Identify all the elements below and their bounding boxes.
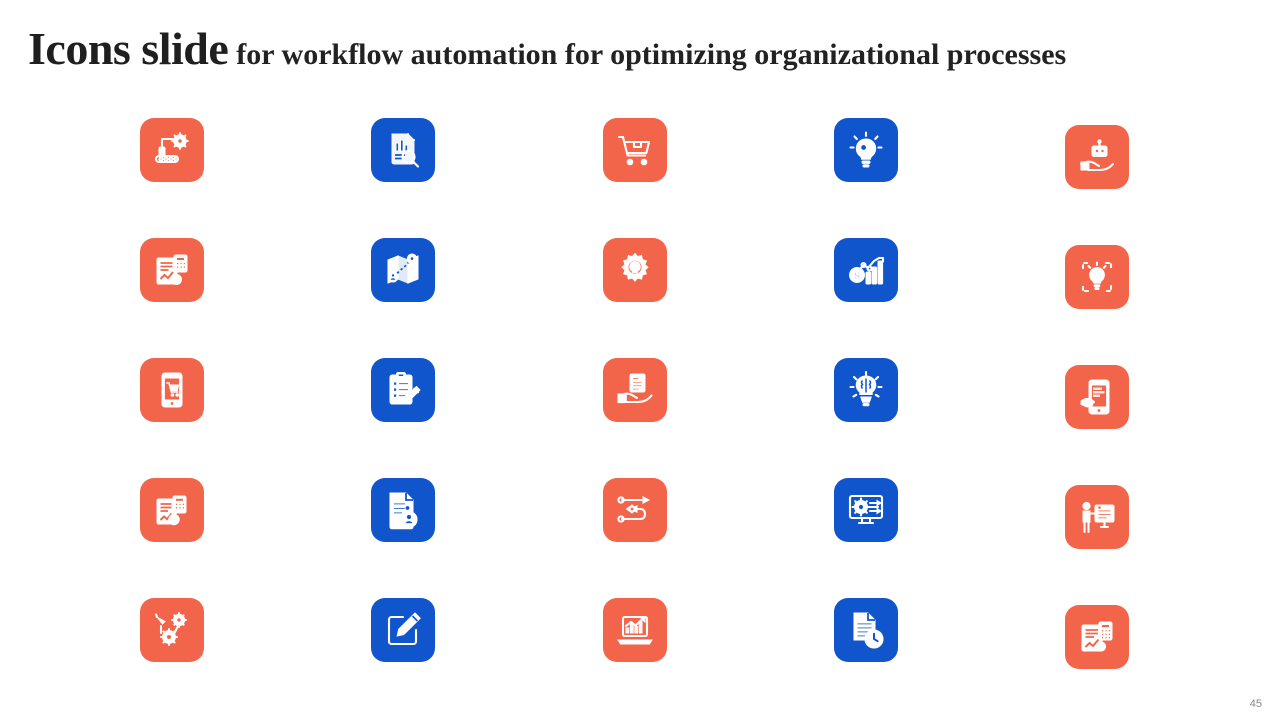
icon-tile-blue[interactable]: [371, 598, 435, 662]
svg-text:$: $: [854, 271, 860, 282]
icon-cell-lightbulb-gear-idea-icon[interactable]: [834, 118, 914, 198]
icon-tile-orange[interactable]: [603, 238, 667, 302]
mobile-touch-icon: [1080, 379, 1110, 415]
icon-tile-blue[interactable]: [834, 118, 898, 182]
money-growth-chart-icon: $: [849, 256, 885, 285]
report-calculator-icon: $: [1081, 621, 1113, 652]
icon-tile-orange[interactable]: [603, 358, 667, 422]
icon-cell-hand-holding-robot-icon[interactable]: [1065, 125, 1145, 205]
map-location-person-icon: [387, 253, 419, 284]
document-analysis-icon: [391, 132, 420, 168]
svg-text:$: $: [1099, 643, 1104, 652]
icon-cell-clipboard-checklist-icon[interactable]: [371, 358, 451, 438]
icon-cell-edit-pencil-square-icon[interactable]: [371, 598, 451, 678]
icon-grid: $ $: [140, 105, 1180, 685]
icon-tile-blue[interactable]: [371, 238, 435, 302]
financial-report-icon: $: [156, 254, 188, 286]
lightbulb-gear-idea-icon: [849, 131, 883, 168]
svg-text:$: $: [174, 276, 179, 285]
icon-cell-monitor-gear-settings-icon[interactable]: [834, 478, 914, 558]
icon-tile-blue[interactable]: [834, 478, 898, 542]
icon-tile-orange[interactable]: [1065, 485, 1129, 549]
icon-tile-orange[interactable]: $: [140, 238, 204, 302]
icon-cell-mobile-touch-icon[interactable]: [1065, 365, 1145, 445]
icon-tile-blue[interactable]: $: [834, 238, 898, 302]
clipboard-checklist-icon: [389, 372, 421, 405]
icon-cell-document-clock-icon[interactable]: [834, 598, 914, 678]
shopping-cart-box-icon: [617, 135, 651, 166]
edit-pencil-square-icon: [387, 612, 421, 646]
icon-tile-blue[interactable]: [834, 598, 898, 662]
icon-tile-blue[interactable]: [371, 358, 435, 422]
icon-tile-blue[interactable]: [834, 358, 898, 422]
page-title-rest: for workflow automation for optimizing o…: [236, 38, 1067, 71]
brain-bulb-ai-icon: [849, 370, 883, 407]
icon-cell-connected-gears-icon[interactable]: [140, 598, 220, 678]
icon-cell-document-analysis-icon[interactable]: [371, 118, 451, 198]
page-title-strong: Icons slide: [28, 23, 229, 74]
icon-cell-gear-lightbulb-icon[interactable]: [603, 238, 683, 318]
svg-text:$: $: [172, 515, 177, 525]
icon-tile-orange[interactable]: [603, 598, 667, 662]
icon-cell-financial-report-icon[interactable]: $: [140, 238, 220, 318]
document-clock-icon: [853, 612, 884, 649]
page-number: 45: [1249, 698, 1262, 710]
icon-cell-invoice-dollar-icon[interactable]: $: [140, 478, 220, 558]
icon-tile-orange[interactable]: [603, 118, 667, 182]
connected-gears-icon: [154, 611, 188, 647]
icon-cell-document-profile-icon[interactable]: [371, 478, 451, 558]
icon-cell-shopping-cart-box-icon[interactable]: [603, 118, 683, 198]
icon-cell-laptop-analytics-icon[interactable]: [603, 598, 683, 678]
icon-tile-orange[interactable]: [1065, 365, 1129, 429]
icon-tile-orange[interactable]: [140, 118, 204, 182]
icon-cell-map-location-person-icon[interactable]: [371, 238, 451, 318]
icon-tile-orange[interactable]: [1065, 245, 1129, 309]
icon-cell-money-growth-chart-icon[interactable]: $: [834, 238, 914, 318]
hand-holding-document-icon: [617, 373, 653, 404]
mobile-shopping-icon: [161, 372, 183, 408]
lightbulb-frame-icon: [1081, 261, 1113, 293]
icon-tile-orange[interactable]: [603, 478, 667, 542]
laptop-analytics-icon: [617, 615, 653, 645]
hand-holding-robot-icon: [1079, 139, 1115, 172]
invoice-dollar-icon: $: [156, 495, 187, 526]
icon-tile-blue[interactable]: [371, 478, 435, 542]
icon-cell-lightbulb-frame-icon[interactable]: [1065, 245, 1145, 325]
icon-tile-orange[interactable]: $: [140, 478, 204, 542]
icon-tile-orange[interactable]: [1065, 125, 1129, 189]
icon-cell-robotic-arm-gear-icon[interactable]: [140, 118, 220, 198]
icon-cell-hand-holding-document-icon[interactable]: [603, 358, 683, 438]
icon-cell-brain-bulb-ai-icon[interactable]: [834, 358, 914, 438]
icon-cell-process-flow-icon[interactable]: [603, 478, 683, 558]
icon-cell-report-calculator-icon[interactable]: $: [1065, 605, 1145, 685]
icon-tile-orange[interactable]: [140, 598, 204, 662]
gear-lightbulb-icon: [621, 252, 649, 282]
icon-tile-blue[interactable]: [371, 118, 435, 182]
monitor-gear-settings-icon: [848, 494, 884, 525]
document-profile-icon: [389, 492, 418, 530]
icon-tile-orange[interactable]: $: [1065, 605, 1129, 669]
presentation-person-icon: [1082, 501, 1115, 534]
icon-tile-orange[interactable]: [140, 358, 204, 422]
robotic-arm-gear-icon: [154, 132, 189, 164]
icon-cell-mobile-shopping-icon[interactable]: [140, 358, 220, 438]
process-flow-icon: [617, 495, 651, 523]
icon-cell-presentation-person-icon[interactable]: [1065, 485, 1145, 565]
